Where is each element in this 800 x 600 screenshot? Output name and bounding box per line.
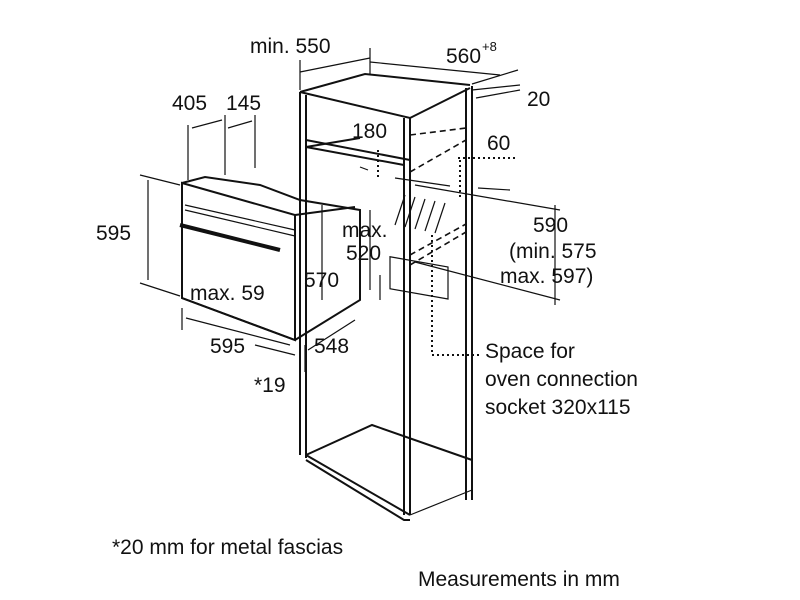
label-oven-width: 595 [210, 335, 245, 358]
label-fascia-thickness: *19 [254, 374, 286, 397]
footnote: *20 mm for metal fascias [112, 536, 343, 559]
oven [179, 175, 361, 342]
label-max-depth-value: 520 [346, 242, 381, 265]
label-oven-rear-depth: 145 [226, 92, 261, 115]
socket-space [377, 150, 518, 356]
label-oven-front-depth: 405 [172, 92, 207, 115]
label-rear-clearance: 60 [487, 132, 510, 155]
label-vent-opening: 180 [352, 120, 387, 143]
label-back-gap: 20 [527, 88, 550, 111]
label-cabinet-min-width: min. 550 [250, 35, 331, 58]
label-max-depth: max. [342, 219, 388, 242]
socket-note-line-1: Space for [485, 340, 575, 363]
label-oven-height: 595 [96, 222, 131, 245]
label-niche-height-max: max. 597) [500, 265, 593, 288]
socket-note-line-3: socket 320x115 [485, 396, 631, 419]
label-oven-body-height: 570 [304, 269, 339, 292]
label-cabinet-depth: 560 [446, 45, 481, 68]
units-note: Measurements in mm [418, 568, 620, 591]
label-niche-height-min: (min. 575 [509, 240, 597, 263]
label-fascia-max: max. 59 [190, 282, 265, 305]
socket-note-line-2: oven connection [485, 368, 638, 391]
label-niche-height: 590 [533, 214, 568, 237]
label-oven-body-depth: 548 [314, 335, 349, 358]
dimension-lines [139, 48, 561, 372]
cabinet [299, 72, 473, 521]
label-cabinet-depth-tolerance: +8 [482, 39, 497, 54]
